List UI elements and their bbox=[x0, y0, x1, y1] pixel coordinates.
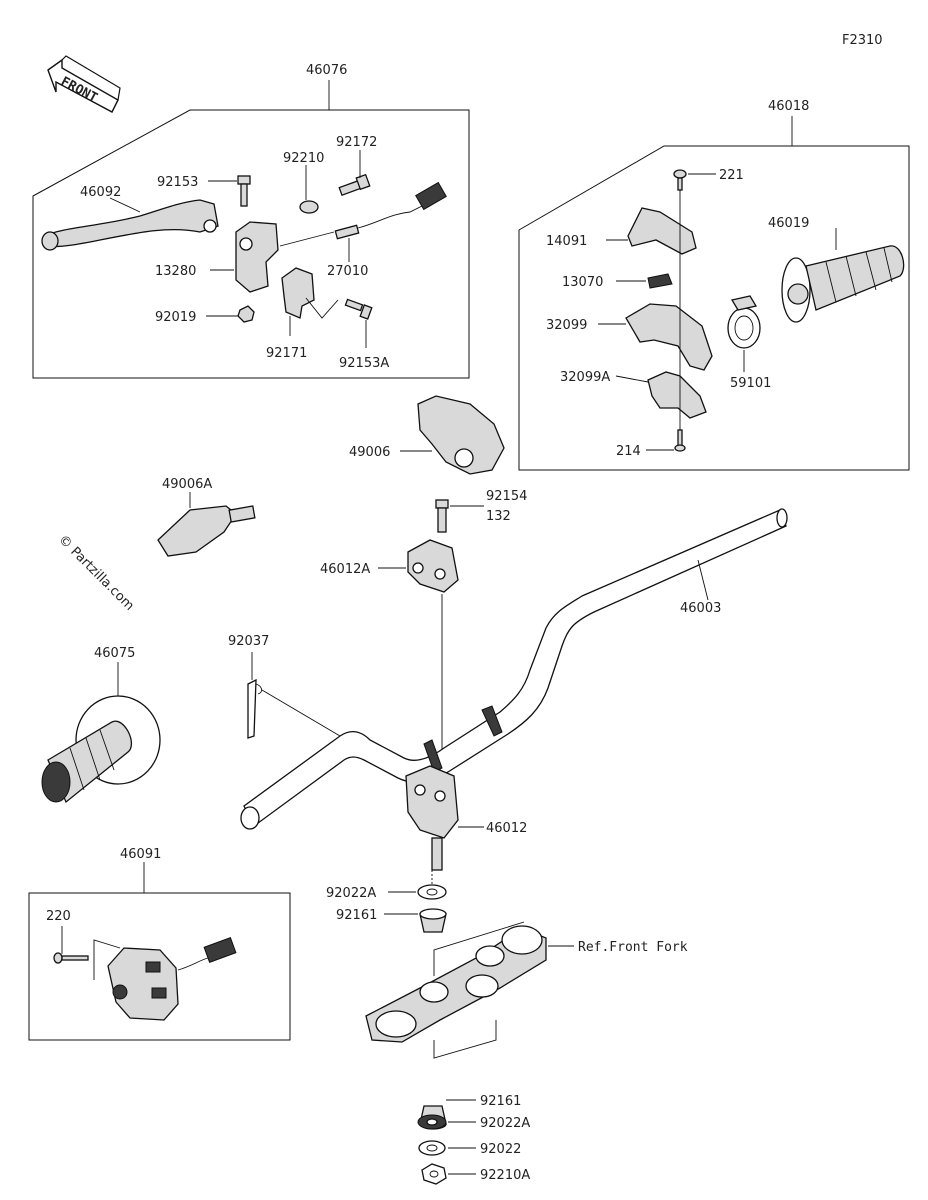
box-46018 bbox=[518, 145, 910, 471]
label-220: 220 bbox=[46, 909, 71, 924]
upper-triple-clamp bbox=[365, 925, 547, 1043]
label-92154: 92154 bbox=[486, 489, 527, 504]
figure-code: F2310 bbox=[842, 33, 883, 48]
part-13070 bbox=[647, 273, 673, 289]
clutch-lever-46092 bbox=[41, 199, 219, 251]
label-46003: 46003 bbox=[680, 601, 721, 616]
label-92153A: 92153A bbox=[339, 356, 389, 371]
lever-holder-13280 bbox=[235, 221, 279, 293]
upper-holder-46012A bbox=[407, 539, 459, 593]
box-46091 bbox=[28, 892, 291, 1041]
label-92172: 92172 bbox=[336, 135, 377, 150]
label-92019: 92019 bbox=[155, 310, 196, 325]
throttle-pulley-59101 bbox=[727, 295, 761, 349]
screw-214 bbox=[674, 429, 686, 452]
bolt-92153A bbox=[344, 298, 373, 320]
label-46012A: 46012A bbox=[320, 562, 370, 577]
bolt-92153 bbox=[237, 175, 251, 207]
label-59101: 59101 bbox=[730, 376, 771, 391]
throttle-grip-46019 bbox=[781, 245, 905, 323]
label-14091: 14091 bbox=[546, 234, 587, 249]
clutch-switch-27010 bbox=[334, 181, 447, 240]
front-arrow-icon: FRONT bbox=[47, 55, 121, 113]
adjuster-92172 bbox=[338, 173, 371, 197]
label-49006A: 49006A bbox=[162, 477, 212, 492]
housing-32099 bbox=[625, 303, 713, 371]
label-49006: 49006 bbox=[349, 445, 390, 460]
nut-92019 bbox=[237, 305, 255, 323]
box-46076 bbox=[32, 109, 470, 379]
lower-holder-46012 bbox=[405, 765, 459, 871]
label-92153: 92153 bbox=[157, 175, 198, 190]
clamp-92171 bbox=[281, 267, 315, 319]
left-switch-housing-46091 bbox=[107, 937, 237, 1021]
cover-14091 bbox=[627, 207, 697, 255]
label-46076: 46076 bbox=[306, 63, 347, 78]
label-32099A: 32099A bbox=[560, 370, 610, 385]
hand-guard-49006A bbox=[157, 505, 256, 557]
screw-220 bbox=[53, 952, 89, 964]
label-92022A-top: 92022A bbox=[326, 886, 376, 901]
label-92022A-bottom: 92022A bbox=[480, 1116, 530, 1131]
label-92022: 92022 bbox=[480, 1142, 521, 1157]
label-221: 221 bbox=[719, 168, 744, 183]
hand-guard-49006 bbox=[417, 395, 505, 475]
label-13070: 13070 bbox=[562, 275, 603, 290]
label-46091: 46091 bbox=[120, 847, 161, 862]
label-46019: 46019 bbox=[768, 216, 809, 231]
bolt-92154 bbox=[435, 499, 449, 533]
label-13280: 13280 bbox=[155, 264, 196, 279]
label-32099: 32099 bbox=[546, 318, 587, 333]
label-214: 214 bbox=[616, 444, 641, 459]
screw-221 bbox=[673, 169, 687, 191]
washer-92022A-top bbox=[417, 884, 447, 900]
label-46075: 46075 bbox=[94, 646, 135, 661]
housing-32099A bbox=[647, 371, 707, 419]
handlebar-46003 bbox=[240, 508, 788, 830]
washer-92022 bbox=[418, 1140, 446, 1156]
strap-92037 bbox=[247, 678, 263, 739]
label-92037: 92037 bbox=[228, 634, 269, 649]
label-92161-top: 92161 bbox=[336, 908, 377, 923]
watermark: © Partzilla.com bbox=[55, 532, 137, 614]
nut-92210A bbox=[421, 1163, 447, 1185]
label-92161-bottom: 92161 bbox=[480, 1094, 521, 1109]
washer-92210 bbox=[299, 200, 319, 214]
label-46012: 46012 bbox=[486, 821, 527, 836]
label-132: 132 bbox=[486, 509, 511, 524]
label-92210A: 92210A bbox=[480, 1168, 530, 1183]
label-92171: 92171 bbox=[266, 346, 307, 361]
label-46092: 46092 bbox=[80, 185, 121, 200]
label-46018: 46018 bbox=[768, 99, 809, 114]
label-27010: 27010 bbox=[327, 264, 368, 279]
left-grip-46075 bbox=[41, 695, 161, 804]
label-ref-front-fork: Ref.Front Fork bbox=[578, 940, 688, 955]
label-92210: 92210 bbox=[283, 151, 324, 166]
